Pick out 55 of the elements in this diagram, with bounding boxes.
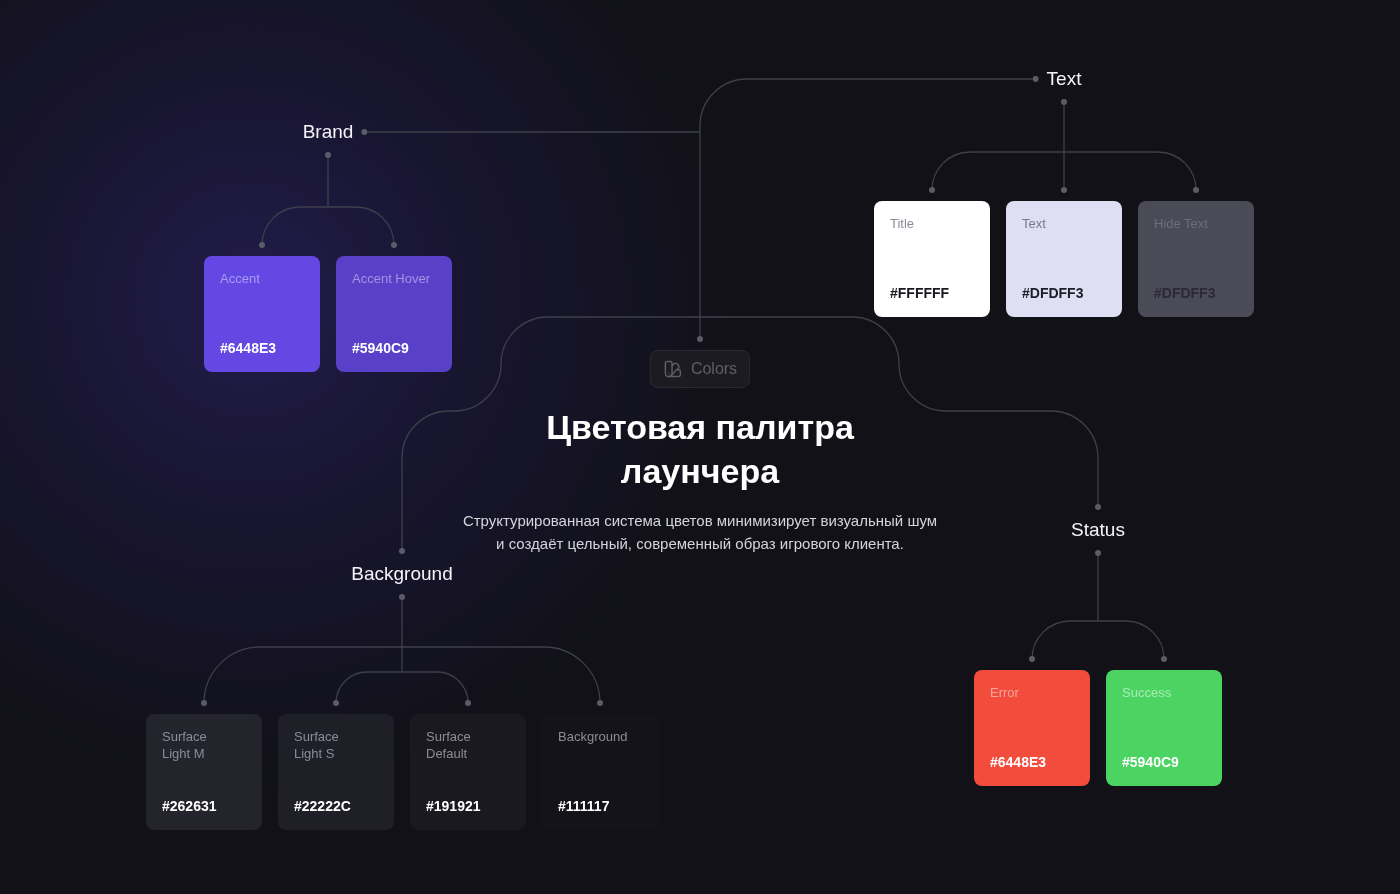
color-swatch-card [336, 256, 452, 372]
hex-code: #5940C9 [352, 339, 410, 357]
subtitle-text: Структурированная система цветов минимизирует визуальный шум и создаёт цельный, современный образ игрового клиента. [461, 511, 939, 554]
color-swatch-card [1138, 201, 1254, 317]
connector-line [1063, 151, 1199, 193]
connector-line [325, 152, 331, 208]
color-name: Background [558, 728, 629, 745]
connector-line [699, 316, 1101, 510]
group-heading: Text [1046, 67, 1082, 91]
color-name: Accent [220, 270, 261, 287]
connector-line [259, 206, 329, 248]
color-swatch-card [974, 670, 1090, 786]
hex-code: #22222C [294, 797, 352, 815]
color-name: Surface Light M [162, 728, 208, 762]
color-swatch-card [874, 201, 990, 317]
connector-line [399, 316, 701, 554]
color-swatch-card [1006, 201, 1122, 317]
color-name: Error [990, 684, 1020, 701]
color-name: Title [890, 215, 916, 232]
color-swatch-card [204, 256, 320, 372]
color-name: Success [1122, 684, 1173, 701]
hex-code: #262631 [162, 797, 218, 815]
group-heading: Status [1071, 518, 1125, 542]
connector-line [1061, 99, 1067, 153]
group-heading: Brand [302, 120, 354, 144]
hex-code: #6448E3 [220, 339, 278, 357]
color-name: Accent Hover [352, 270, 432, 287]
group-heading: Background [351, 562, 453, 586]
connector-line [1097, 620, 1167, 662]
hex-code: #6448E3 [990, 753, 1048, 771]
hex-code: #111117 [558, 797, 611, 815]
hex-code: #191921 [426, 797, 482, 815]
connector-line [1029, 620, 1099, 662]
connector-line [929, 151, 1065, 193]
connector-line [697, 316, 703, 342]
connector-line [401, 671, 471, 706]
hex-code: #FFFFFF [890, 284, 951, 302]
color-name: Text [1022, 215, 1047, 232]
chip-label: Colors [690, 359, 738, 379]
page-title: Цветовая палитра лаунчера [545, 407, 855, 492]
hex-code: #DFDFF3 [1022, 284, 1085, 302]
connector-line [401, 646, 603, 706]
connector-line [361, 129, 701, 135]
color-name: Surface Default [426, 728, 472, 762]
connector-line [327, 206, 397, 248]
color-swatch-card [1106, 670, 1222, 786]
connector-line [699, 76, 1039, 133]
connector-line [201, 646, 403, 706]
connector-line [333, 671, 403, 706]
connector-line [399, 594, 405, 648]
hex-code: #5940C9 [1122, 753, 1180, 771]
connector-line [1061, 151, 1067, 193]
connector-line [1095, 550, 1101, 622]
color-name: Surface Light S [294, 728, 340, 762]
category-chip [649, 350, 751, 388]
